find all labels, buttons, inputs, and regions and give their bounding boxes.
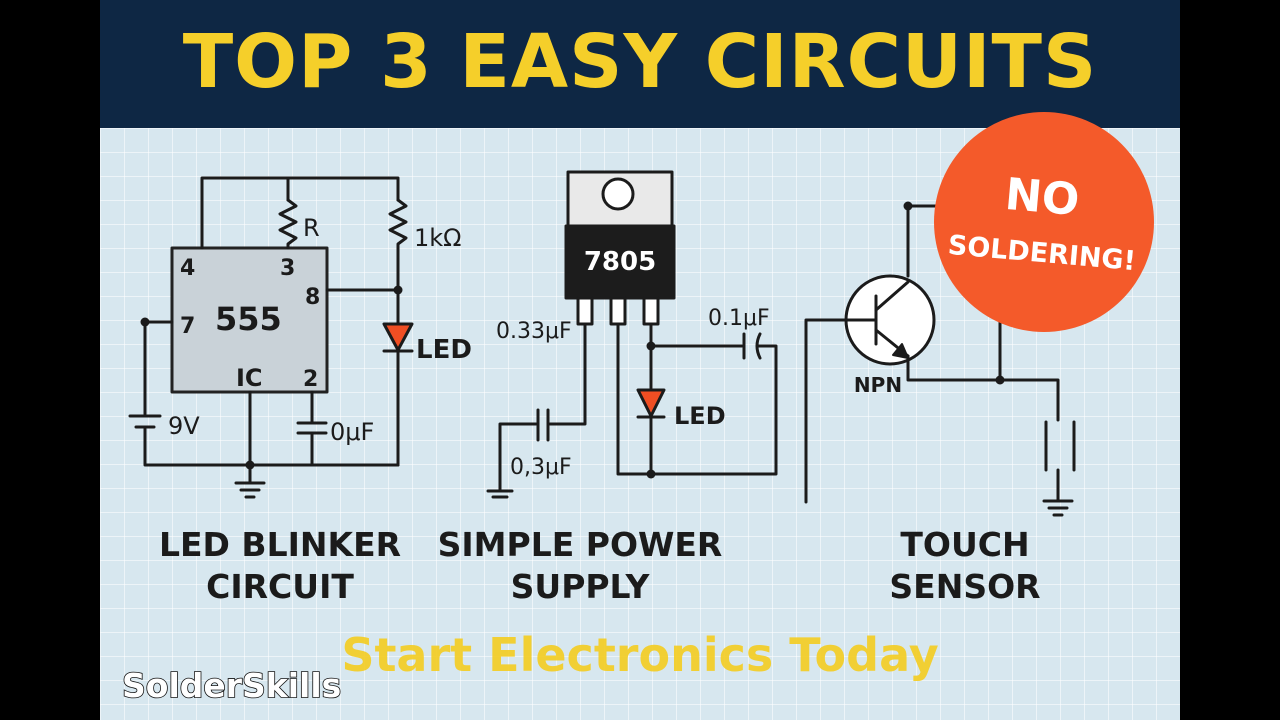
regulator-7805 [564, 224, 676, 300]
battery-label: 9V [168, 412, 200, 440]
junction-collector [903, 201, 913, 211]
junction-led-2 [646, 469, 656, 479]
wire-base-touch [804, 318, 878, 504]
led-blinker-schematic [128, 176, 414, 499]
channel-watermark: SolderSkills [121, 665, 342, 706]
caption-led-blinker: LED BLINKER CIRCUIT [130, 524, 430, 608]
resistor-r [278, 198, 298, 250]
caption-power-supply-line2: SUPPLY [510, 567, 650, 606]
schematics-diagram: 555 IC 4 3 8 7 2 R 1kΩ LED 9V 0μF [128, 112, 1154, 517]
regulator-mount-hole [601, 177, 635, 211]
title-banner: TOP 3 EASY CIRCUITS [100, 0, 1180, 128]
cap-bottom-label: 0,3μF [510, 455, 572, 480]
cap-out-label: 0.1μF [708, 306, 770, 331]
cap-in-label: 0.33μF [496, 319, 572, 344]
led-blinker-labels: 555 IC 4 3 8 7 2 R 1kΩ LED 9V 0μF [168, 214, 472, 446]
caption-touch-sensor-line1: TOUCH [900, 525, 1030, 564]
junction-pin7 [140, 317, 150, 327]
resistor-r-label: R [303, 214, 320, 242]
regulator-lead-in [576, 296, 594, 326]
touch-sensor-labels: NPN [854, 373, 902, 397]
resistor-1k [388, 198, 408, 262]
led-2-label: LED [674, 402, 726, 430]
caption-led-blinker-line2: CIRCUIT [206, 567, 354, 606]
wire-battery-bottom [143, 427, 400, 467]
transistor-label: NPN [854, 373, 902, 397]
wire-emitter [906, 354, 1060, 422]
transistor-emitter-arrow [892, 343, 909, 359]
caption-power-supply-line1: SIMPLE POWER [437, 525, 723, 564]
top-rail-wire [200, 176, 400, 250]
resistor-1k-label: 1kΩ [414, 224, 462, 252]
pin-8-label: 8 [305, 285, 320, 310]
caption-power-supply: SIMPLE POWER SUPPLY [430, 524, 730, 608]
led-1-diode [382, 322, 414, 352]
badge-circle [934, 112, 1154, 332]
pin-7-label: 7 [180, 314, 195, 339]
chip-label: 555 [215, 300, 282, 338]
tagline: Start Electronics Today [341, 628, 939, 682]
transistor-collector-leg [874, 280, 910, 312]
regulator-lead-out [642, 296, 660, 326]
power-supply-schematic [486, 170, 778, 499]
wire-pin7 [143, 320, 174, 416]
regulator-lead-gnd [609, 296, 627, 326]
touch-sensor-schematic [804, 201, 1076, 517]
wire-input [548, 322, 587, 426]
led-2-diode [636, 388, 666, 418]
caption-touch-sensor-line2: SENSOR [889, 567, 1041, 606]
regulator-label: 7805 [584, 247, 656, 277]
wire-ground-rail [616, 322, 778, 476]
ic-555-chip [170, 246, 329, 394]
wire-cap-in-ground [498, 422, 538, 492]
power-supply-labels: 7805 0.33μF 0.1μF 0,3μF LED [496, 247, 770, 480]
pin-2-label: 2 [303, 367, 318, 392]
pin-4-label: 4 [180, 256, 195, 281]
led-1-label: LED [416, 335, 472, 365]
junction-emitter [995, 375, 1005, 385]
page-title: TOP 3 EASY CIRCUITS [182, 19, 1098, 105]
badge-line-1: NO [1003, 169, 1081, 226]
thumbnail-frame: TOP 3 EASY CIRCUITS [100, 0, 1180, 720]
ic-label: IC [236, 364, 263, 392]
wire-cap-out-right [756, 344, 778, 354]
junction-pin8 [393, 285, 403, 295]
pin-3-label: 3 [280, 256, 295, 281]
capacitor-label: 0μF [330, 418, 374, 446]
caption-touch-sensor: TOUCH SENSOR [820, 524, 1110, 608]
no-soldering-badge: NO SOLDERING! [934, 112, 1154, 332]
caption-led-blinker-line1: LED BLINKER [158, 525, 402, 564]
